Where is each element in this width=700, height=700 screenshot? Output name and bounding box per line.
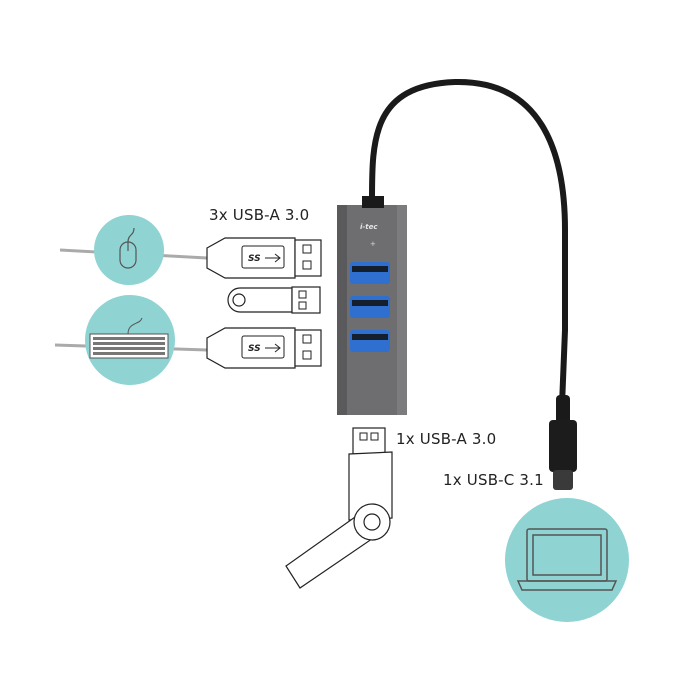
keyboard-icon <box>89 317 169 359</box>
usb-c-cable <box>369 78 568 408</box>
swivel-usb-flash-drive-icon <box>285 427 393 589</box>
usb-flash-drive-icon <box>227 286 321 314</box>
usb-a-plug-keyboard: SS <box>206 327 322 369</box>
superspeed-logo: SS <box>248 254 261 264</box>
usb-c-strain-relief <box>556 395 570 425</box>
usb-c-plug-tip <box>553 470 573 490</box>
mouse-icon <box>119 227 137 269</box>
usb-a-plug-mouse: SS <box>206 237 322 279</box>
label-1x-usb-a: 1x USB-A 3.0 <box>396 430 497 448</box>
hub-port-3 <box>350 330 390 352</box>
hub-status-led: + <box>370 240 376 248</box>
hub-brand-logo: i-tec <box>360 223 378 231</box>
usb-c-plug-body <box>549 420 577 472</box>
laptop-icon-circle <box>505 498 629 622</box>
label-1x-usb-c: 1x USB-C 3.1 <box>443 471 544 489</box>
label-3x-usb-a: 3x USB-A 3.0 <box>209 206 310 224</box>
usb-hub: i-tec + <box>337 196 407 415</box>
hub-port-1 <box>350 262 390 284</box>
mouse-icon-circle <box>94 215 164 285</box>
laptop-icon <box>516 528 618 591</box>
superspeed-logo: SS <box>248 344 261 354</box>
hub-port-2 <box>350 296 390 318</box>
